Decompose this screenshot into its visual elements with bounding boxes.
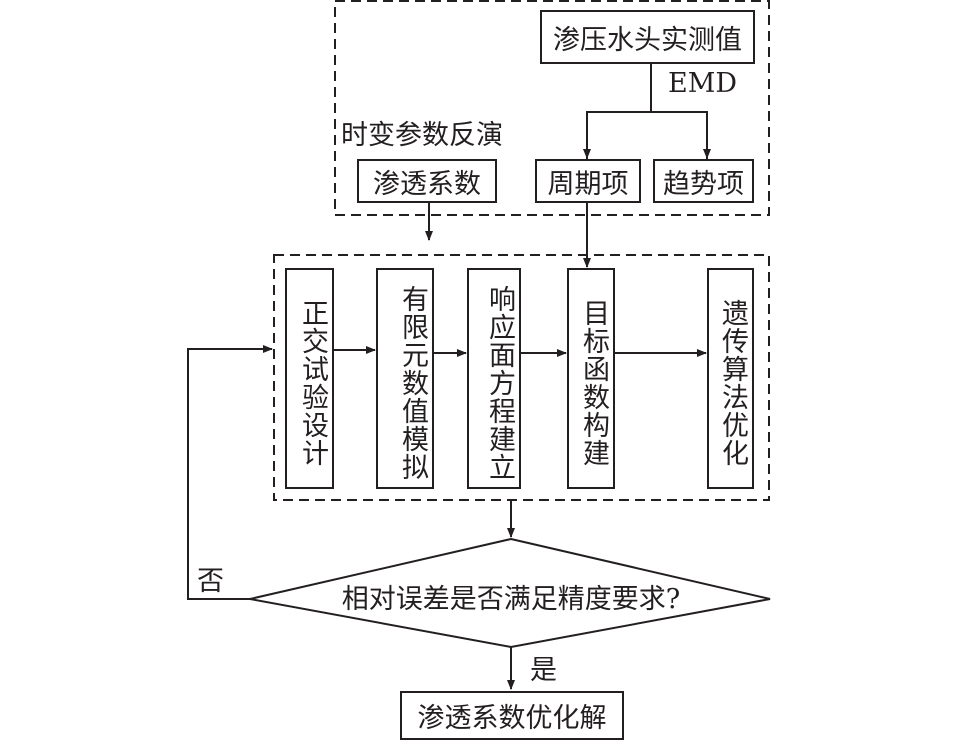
process-dashed-group	[273, 254, 770, 501]
feedback-no-loop	[187, 345, 273, 600]
permeability-box: 渗透系数	[357, 159, 497, 203]
step-fem-simulation: 有限元数值模拟	[376, 268, 434, 489]
yes-label: 是	[530, 655, 557, 686]
decision-question: 相对误差是否满足精度要求?	[341, 584, 681, 615]
no-label: 否	[197, 566, 224, 597]
step-orthogonal-design: 正交试验设计	[285, 268, 334, 489]
permeability-label: 渗透系数	[373, 168, 481, 200]
measured-head-label: 渗压水头实测值	[553, 24, 742, 56]
top-dashed-group	[334, 0, 770, 216]
inversion-title: 时变参数反演	[341, 120, 503, 151]
trend-box: 趋势项	[653, 159, 754, 203]
result-label: 渗透系数优化解	[417, 703, 607, 734]
step-objective-function: 目标函数构建	[567, 268, 615, 489]
result-box: 渗透系数优化解	[400, 691, 624, 740]
trend-label: 趋势项	[663, 168, 744, 200]
measured-head-box: 渗压水头实测值	[540, 10, 755, 64]
step-response-surface: 响应面方程建立	[467, 268, 521, 489]
periodic-label: 周期项	[547, 168, 629, 200]
periodic-box: 周期项	[535, 159, 641, 203]
step-genetic-algorithm: 遗传算法优化	[707, 268, 754, 489]
emd-label: EMD	[668, 68, 738, 99]
